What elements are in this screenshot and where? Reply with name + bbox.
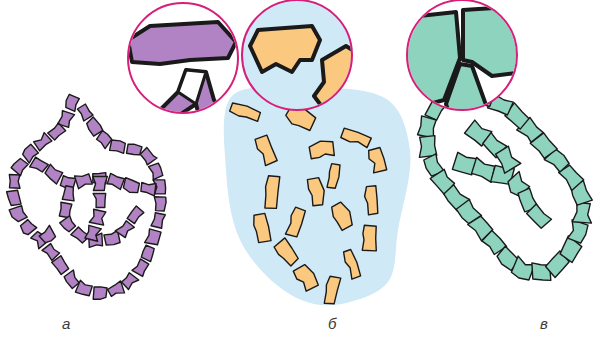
grain	[527, 204, 552, 228]
grain	[327, 164, 340, 189]
grain	[324, 276, 341, 304]
grain	[285, 207, 305, 237]
grain	[149, 163, 163, 180]
grain	[107, 173, 124, 189]
grain	[362, 225, 376, 251]
grain	[140, 147, 157, 165]
grain	[123, 178, 139, 193]
grain	[87, 117, 103, 136]
panel-letter: а	[62, 316, 70, 331]
grain	[75, 280, 92, 296]
grain	[34, 133, 52, 151]
grain	[30, 157, 49, 172]
grain	[89, 209, 106, 225]
grain	[365, 186, 378, 215]
grain	[151, 213, 165, 229]
grain	[127, 206, 144, 224]
grain	[141, 183, 156, 196]
grain	[64, 270, 79, 289]
grain	[344, 250, 361, 280]
grain	[293, 265, 318, 292]
grain	[122, 273, 139, 290]
grain	[75, 174, 93, 189]
grain	[62, 186, 74, 201]
grain	[265, 176, 280, 209]
grain	[52, 256, 69, 275]
grain	[132, 259, 149, 277]
grain	[572, 202, 591, 223]
grain	[9, 206, 27, 222]
grain	[332, 202, 353, 230]
grain	[309, 141, 334, 159]
grain	[127, 144, 143, 155]
grain	[418, 116, 437, 138]
grain	[274, 238, 298, 266]
grain	[145, 229, 161, 245]
grain	[93, 287, 107, 299]
grain	[369, 148, 387, 173]
grain	[77, 104, 93, 121]
solution-ground	[224, 88, 411, 306]
grain	[85, 225, 101, 241]
grain	[11, 159, 28, 176]
magnifier	[242, 0, 362, 112]
grain	[7, 190, 22, 205]
magnifier	[128, 3, 238, 120]
grain	[307, 178, 324, 206]
grain	[60, 216, 76, 232]
grain	[341, 128, 372, 147]
grain	[511, 256, 534, 280]
grain	[9, 175, 20, 189]
grain	[115, 221, 134, 238]
magnifier	[400, 0, 524, 116]
grain	[154, 197, 166, 211]
panel-letter: б	[328, 316, 336, 331]
grain	[45, 164, 63, 184]
grain	[93, 194, 106, 208]
grain	[141, 245, 154, 262]
grain	[110, 140, 126, 153]
grain	[48, 123, 66, 140]
grain	[21, 220, 37, 235]
grain	[93, 177, 108, 191]
grain	[230, 103, 261, 121]
grain	[254, 213, 271, 242]
grain	[255, 135, 277, 166]
grain	[496, 146, 521, 173]
panel-letter: в	[540, 316, 548, 331]
grain	[39, 225, 55, 242]
